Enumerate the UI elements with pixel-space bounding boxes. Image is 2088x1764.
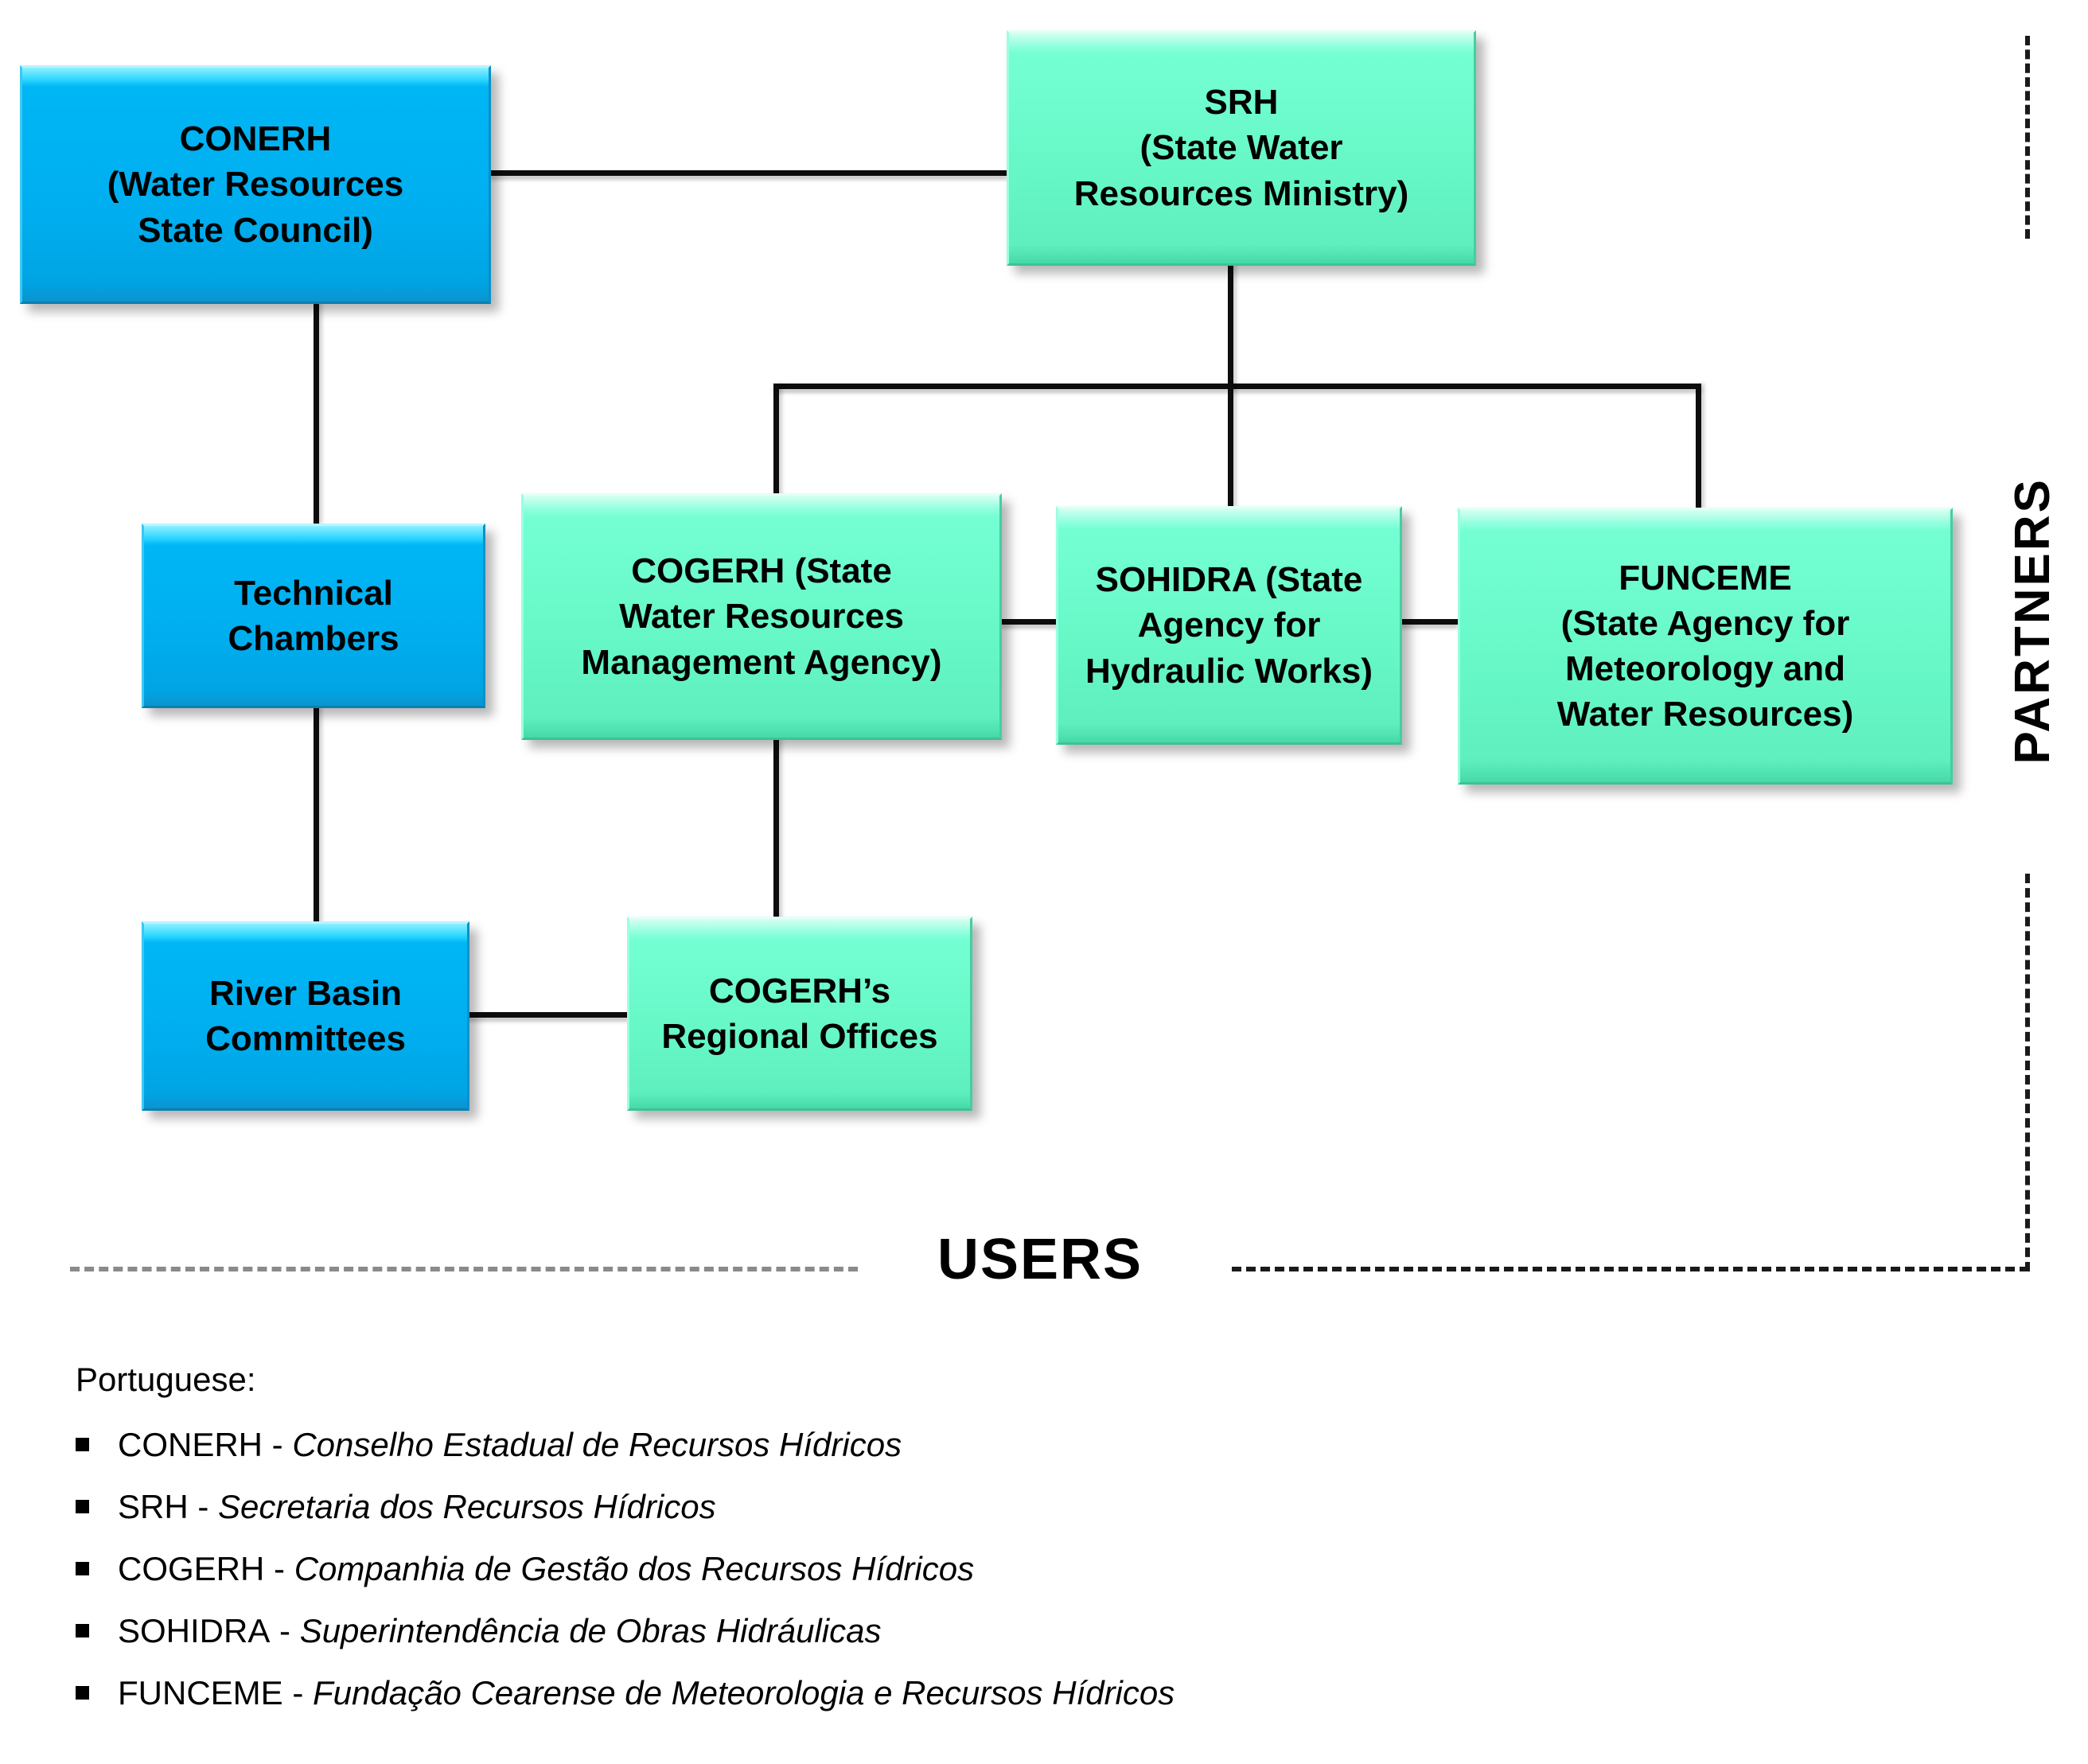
node-funceme-line-4: Water Resources) <box>1556 695 1854 734</box>
legend-acronym: SOHIDRA <box>118 1612 271 1649</box>
connector-cogerh-sohidra <box>1001 619 1058 625</box>
legend-full-name: Companhia de Gestão dos Recursos Hídrico… <box>294 1550 975 1587</box>
partners-divider-lower <box>2025 874 2030 1271</box>
node-funceme-line-2: (State Agency for <box>1560 603 1850 643</box>
legend-separator: - <box>188 1488 219 1525</box>
legend-acronym: FUNCEME <box>118 1674 283 1711</box>
partners-divider-upper <box>2025 36 2030 239</box>
legend-separator: - <box>270 1612 300 1649</box>
node-cogerh-regional-offices-line-1: COGERH’s <box>708 971 891 1011</box>
connector-bus-sohidra <box>1228 384 1233 508</box>
connector-conerh-srh <box>490 170 1007 176</box>
node-conerh[interactable]: CONERH (Water Resources State Council) <box>20 65 491 304</box>
node-conerh-line-2: (Water Resources <box>107 165 404 204</box>
node-technical-chambers[interactable]: Technical Chambers <box>142 524 485 708</box>
node-funceme-line-1: FUNCEME <box>1619 558 1792 598</box>
node-conerh-line-3: State Council) <box>138 210 373 250</box>
connector-cogerh-regional-offices <box>773 738 779 920</box>
node-funceme-line-3: Meteorology and <box>1564 649 1846 688</box>
node-cogerh[interactable]: COGERH (State Water Resources Management… <box>521 493 1002 740</box>
node-river-basin-committees-line-2: Committees <box>205 1019 406 1058</box>
legend-item-conerh: CONERH - Conselho Estadual de Recursos H… <box>76 1426 1747 1464</box>
legend-acronym: COGERH <box>118 1550 265 1587</box>
connector-conerh-technical-chambers <box>314 302 319 524</box>
node-river-basin-committees[interactable]: River Basin Committees <box>142 921 469 1111</box>
square-bullet-icon <box>76 1562 89 1575</box>
square-bullet-icon <box>76 1500 89 1513</box>
node-srh[interactable]: SRH (State Water Resources Ministry) <box>1007 30 1476 266</box>
legend-acronym: SRH <box>118 1488 189 1525</box>
node-river-basin-committees-line-1: River Basin <box>208 973 403 1013</box>
legend-separator: - <box>263 1426 293 1463</box>
legend-item-sohidra: SOHIDRA - Superintendência de Obras Hidr… <box>76 1612 1747 1650</box>
node-sohidra-line-1: SOHIDRA (State <box>1095 560 1363 600</box>
legend-item-funceme: FUNCEME - Fundação Cearense de Meteorolo… <box>76 1674 1747 1712</box>
square-bullet-icon <box>76 1624 89 1637</box>
node-sohidra-line-2: Agency for <box>1137 606 1321 645</box>
legend-full-name: Superintendência de Obras Hidráulicas <box>299 1612 882 1649</box>
legend-item-srh: SRH - Secretaria dos Recursos Hídricos <box>76 1488 1747 1526</box>
node-srh-line-2: (State Water <box>1139 128 1343 168</box>
users-divider-left <box>70 1267 858 1271</box>
node-funceme[interactable]: FUNCEME (State Agency for Meteorology an… <box>1458 508 1953 785</box>
legend-full-name: Conselho Estadual de Recursos Hídricos <box>292 1426 902 1463</box>
legend-item-cogerh: COGERH - Companhia de Gestão dos Recurso… <box>76 1550 1747 1588</box>
connector-bus-funceme <box>1696 384 1701 509</box>
connector-sohidra-funceme <box>1400 619 1458 625</box>
node-srh-line-3: Resources Ministry) <box>1073 173 1409 213</box>
partners-label: PARTNERS <box>2005 477 2060 765</box>
node-cogerh-regional-offices-line-2: Regional Offices <box>661 1017 938 1056</box>
connector-srh-down <box>1228 264 1233 388</box>
legend-title: Portuguese: <box>76 1361 256 1398</box>
node-technical-chambers-line-2: Chambers <box>228 619 399 658</box>
node-sohidra-line-3: Hydraulic Works) <box>1085 651 1373 691</box>
legend-list: CONERH - Conselho Estadual de Recursos H… <box>76 1426 1747 1712</box>
square-bullet-icon <box>76 1438 89 1451</box>
node-cogerh-line-3: Management Agency) <box>581 642 942 682</box>
node-cogerh-line-2: Water Resources <box>619 597 904 637</box>
legend-acronym: CONERH <box>118 1426 263 1463</box>
connector-river-basin-regional-offices <box>466 1012 629 1018</box>
users-label: USERS <box>937 1228 1143 1291</box>
connector-technical-chambers-river-basin <box>314 707 319 923</box>
node-technical-chambers-line-1: Technical <box>234 573 393 613</box>
legend-full-name: Fundação Cearense de Meteorologia e Recu… <box>313 1674 1175 1711</box>
square-bullet-icon <box>76 1686 89 1700</box>
connector-bus-cogerh <box>773 384 779 496</box>
legend-separator: - <box>282 1674 313 1711</box>
node-sohidra[interactable]: SOHIDRA (State Agency for Hydraulic Work… <box>1056 506 1402 745</box>
users-divider-right <box>1232 1267 2029 1271</box>
legend: Portuguese: CONERH - Conselho Estadual d… <box>76 1361 1747 1736</box>
node-conerh-line-1: CONERH <box>179 119 332 159</box>
legend-separator: - <box>264 1550 294 1587</box>
node-srh-line-1: SRH <box>1204 83 1279 123</box>
connector-srh-bus <box>773 384 1701 389</box>
node-cogerh-regional-offices[interactable]: COGERH’s Regional Offices <box>627 917 972 1111</box>
node-cogerh-line-1: COGERH (State <box>631 551 892 591</box>
legend-full-name: Secretaria dos Recursos Hídricos <box>218 1488 716 1525</box>
